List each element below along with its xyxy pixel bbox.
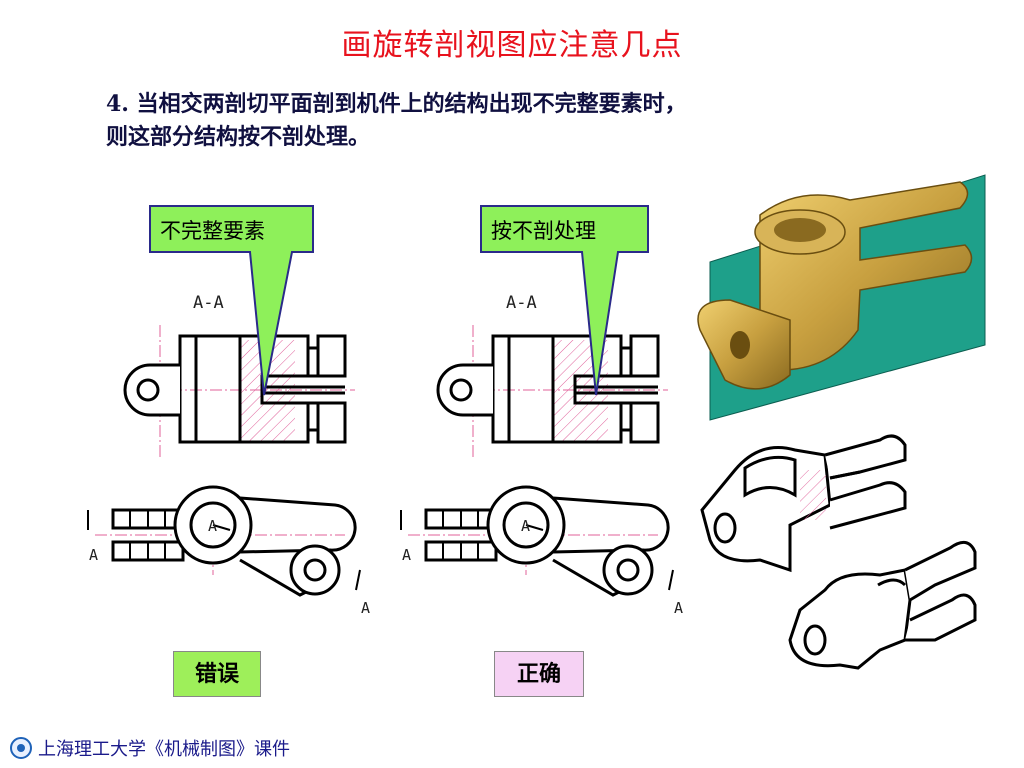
rule-text: 4. 当相交两剖切平面剖到机件上的结构出现不完整要素时， 则这部分结构按不剖处理…: [106, 88, 906, 154]
left-callout-text: 不完整要素: [160, 219, 265, 243]
footer-text: 上海理工大学《机械制图》课件: [38, 739, 290, 760]
rule-number: 4.: [106, 91, 129, 117]
isometric-view-upper: [700, 434, 907, 573]
right-cut-label-left: A: [402, 546, 411, 564]
right-callout: 按不剖处理: [480, 205, 649, 396]
left-cut-label-center: A: [208, 517, 217, 535]
left-section-drawing: A-A A A A: [86, 293, 370, 617]
right-cut-label-center: A: [521, 517, 530, 535]
right-section-label: A-A: [506, 293, 537, 313]
verdict-wrong-badge: 错误: [173, 651, 261, 697]
rule-line-2: 则这部分结构按不剖处理。: [106, 124, 371, 150]
rule-line-1-text: 当相交两剖切平面剖到机件上的结构出现不完整要素时，: [136, 91, 687, 117]
rule-line-1: 4. 当相交两剖切平面剖到机件上的结构出现不完整要素时，: [106, 88, 906, 121]
isometric-view-lower: [788, 540, 977, 670]
slide-title: 画旋转剖视图应注意几点: [341, 28, 683, 63]
left-callout: 不完整要素: [149, 205, 314, 396]
isometric-hatch-upper: [800, 470, 826, 520]
university-seal-icon: [10, 737, 32, 759]
left-cut-label-bottom: A: [361, 599, 370, 617]
left-cut-label-left: A: [89, 546, 98, 564]
footer: 上海理工大学《机械制图》课件: [10, 735, 290, 761]
left-section-label: A-A: [193, 293, 224, 313]
verdict-correct-badge: 正确: [494, 651, 584, 697]
right-section-drawing: A-A A A A: [399, 293, 683, 617]
right-cut-label-bottom: A: [674, 599, 683, 617]
right-callout-text: 按不剖处理: [491, 219, 596, 243]
shaded-3d-model: [697, 174, 986, 421]
